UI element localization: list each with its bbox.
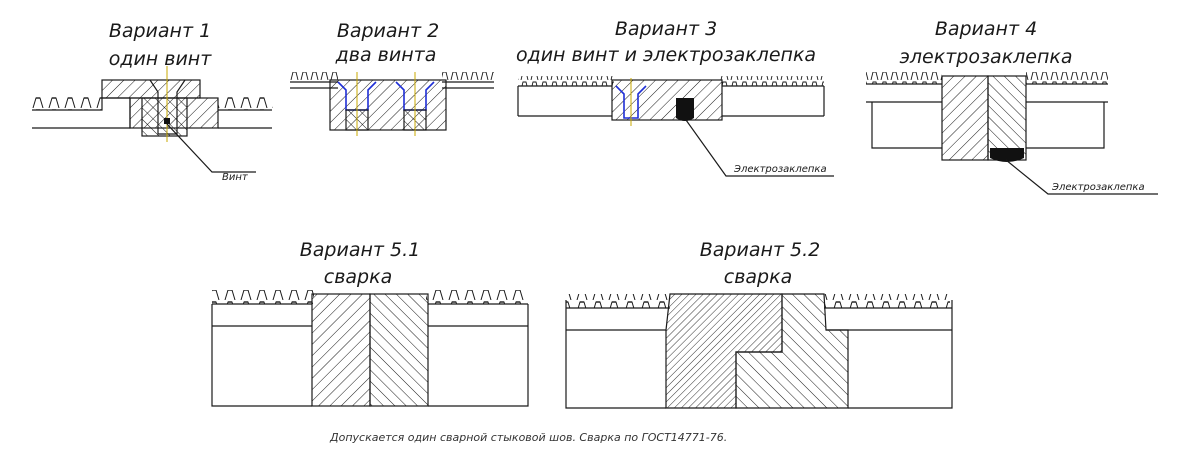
v51-weld-left [311, 293, 371, 407]
v3-body [611, 79, 723, 121]
v52-weld-right [735, 293, 849, 409]
variant-2-drawing [290, 72, 494, 136]
variant-2-subtitle: два винта [335, 44, 437, 66]
variant-4-subtitle: электрозаклепка [899, 46, 1072, 68]
footnote: Допускается один сварной стыковой шов. С… [329, 431, 727, 444]
variant-5-1: Вариант 5.1 сварка [211, 239, 529, 407]
variant-1-subtitle: один винт [109, 48, 213, 70]
v4-callout-label: Электрозаклепка [1051, 182, 1145, 193]
variant-4: Вариант 4 электрозаклепка Электрозаклепк… [866, 18, 1158, 195]
screw-dot [164, 118, 170, 124]
v1-clamp-plate [101, 79, 201, 99]
v3-rivet [676, 98, 694, 121]
saw-teeth-left [32, 96, 102, 110]
saw-teeth-right [442, 72, 494, 82]
saw-teeth-right [720, 76, 824, 86]
variant-3-drawing: Электрозаклепка [517, 76, 834, 177]
v1-leader-line [166, 123, 256, 173]
variant-5-2-title: Вариант 5.2 [700, 239, 820, 261]
v51-weld-right [369, 293, 429, 407]
saw-teeth-left [866, 72, 942, 84]
variant-5-2: Вариант 5.2 сварка [565, 239, 953, 409]
variant-3: Вариант 3 один винт и электрозаклепка Эл… [516, 18, 834, 177]
variant-2: Вариант 2 два винта [290, 20, 494, 136]
saw-teeth-left [566, 294, 670, 308]
variant-3-title: Вариант 3 [615, 18, 717, 40]
variant-5-2-subtitle: сварка [724, 266, 792, 288]
saw-teeth-left [518, 76, 614, 86]
saw-teeth-right [218, 96, 273, 110]
variant-1: Вариант 1 один винт Винт [32, 20, 273, 183]
saw-teeth-right [426, 290, 528, 304]
variant-2-title: Вариант 2 [337, 20, 439, 42]
v1-screw-block [141, 97, 188, 137]
variant-5-1-subtitle: сварка [324, 266, 392, 288]
v4-half-right [987, 75, 1027, 161]
saw-teeth-left [212, 290, 314, 304]
v4-half-left [941, 75, 989, 161]
variant-1-drawing: Винт [32, 66, 273, 183]
v3-leader-line [685, 119, 834, 177]
variant-5-1-drawing [211, 290, 529, 407]
variant-5-1-title: Вариант 5.1 [300, 239, 420, 261]
variant-5-2-drawing [565, 293, 953, 409]
variant-4-title: Вариант 4 [935, 18, 1037, 40]
v1-callout-label: Винт [222, 172, 249, 183]
v4-rivet [990, 148, 1024, 162]
variant-4-drawing: Электрозаклепка [866, 72, 1158, 195]
variant-3-subtitle: один винт и электрозаклепка [516, 44, 816, 66]
saw-teeth-right [824, 294, 950, 308]
v3-callout-label: Электрозаклепка [733, 164, 827, 175]
saw-teeth-left [290, 72, 338, 82]
variant-1-title: Вариант 1 [109, 20, 211, 42]
saw-teeth-right [1026, 72, 1108, 84]
v4-leader-line [1005, 159, 1158, 195]
